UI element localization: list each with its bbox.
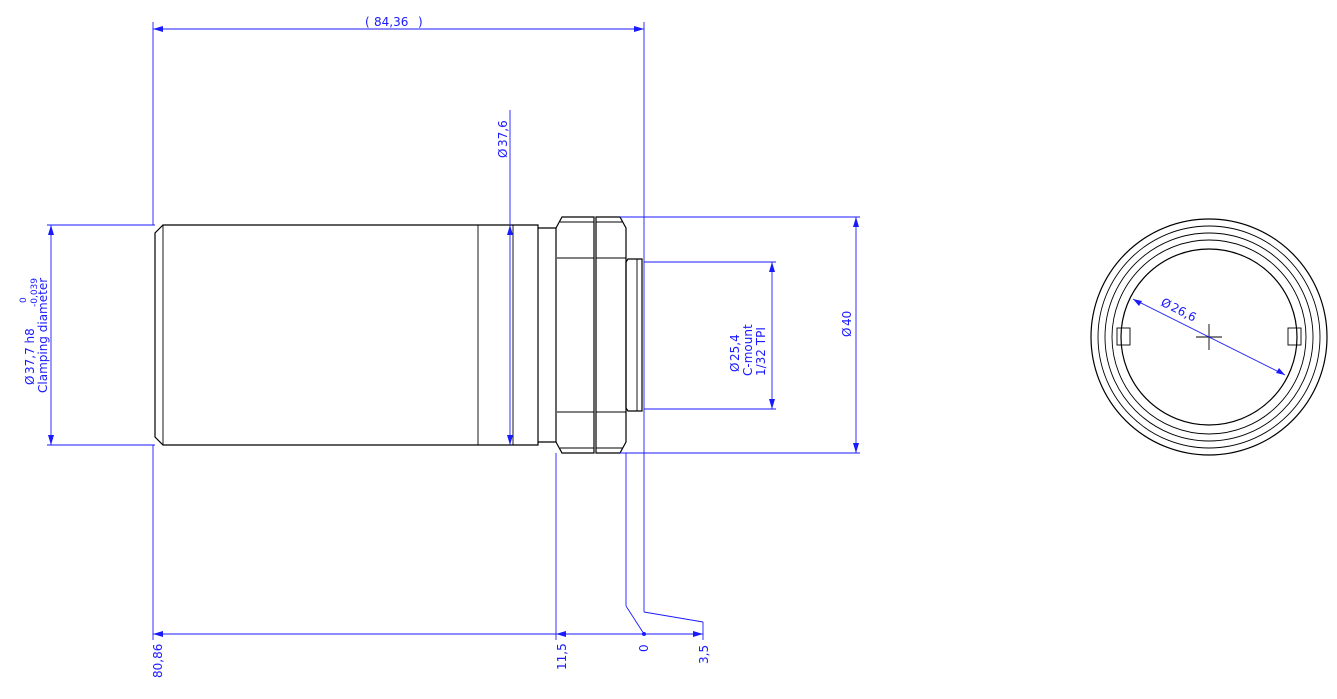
dim-cmount-value: 25,4: [728, 334, 742, 361]
arrow-clamp-top: [48, 225, 54, 235]
barrel-outline: [154, 224, 539, 446]
base-value-3: 0: [637, 644, 651, 652]
end-circle-4: [1111, 239, 1307, 435]
dim-end-value: 26,6: [1168, 300, 1198, 324]
end-circle-2: [1097, 225, 1321, 449]
base-label-3: 0: [637, 644, 651, 652]
dim-length-close-paren: ): [418, 15, 423, 29]
base-label-2: 11,5: [555, 643, 569, 670]
lens-end-view: Ø 26,6: [1090, 218, 1328, 456]
dim-line-end-view: [1132, 298, 1286, 376]
dim-groove-value: 37,6: [496, 120, 510, 147]
dim-end-label: Ø 26,6: [1159, 295, 1199, 324]
dim-groove-symbol: Ø: [496, 149, 510, 158]
ring-1: [555, 216, 595, 454]
leader-base-c: [643, 611, 704, 623]
step-section: [538, 227, 557, 443]
ring-2: [595, 216, 627, 454]
arrow-end-a: [1133, 299, 1142, 306]
dim-outer-value: 40: [840, 311, 854, 326]
arrow-groove-top: [507, 225, 513, 235]
arrow-base-left: [153, 631, 163, 637]
dim-outer-label: Ø 40: [840, 311, 854, 337]
arrow-length-left: [153, 26, 163, 32]
arrow-end-b: [1276, 368, 1285, 375]
arrow-cmount-bottom: [769, 399, 775, 409]
arrow-length-right: [634, 26, 644, 32]
dim-clamp-value: 37,7 h8: [23, 328, 37, 374]
dim-cmount-thread: 1/32 TPI: [754, 327, 768, 376]
end-slot-left: [1116, 327, 1131, 346]
baseline-origin-dot: [642, 632, 646, 636]
dim-cmount-label: Ø 25,4 C-mount 1/32 TPI: [728, 324, 768, 376]
dim-clamp-tol-lower: -0,039: [30, 278, 40, 307]
arrow-cmount-top: [769, 262, 775, 272]
arrow-base-step: [556, 631, 566, 637]
dim-cmount-caption: C-mount: [741, 324, 755, 376]
end-circle-3: [1104, 232, 1314, 442]
dim-clamp-tol-upper: 0: [19, 297, 29, 303]
cmount-thread: [625, 258, 643, 412]
end-circle-outer: [1090, 218, 1328, 456]
end-circle-bore: [1120, 248, 1298, 426]
dim-clamp-label: Ø 37,7 h8 0 -0,039 Clamping diameter: [19, 278, 50, 393]
dim-outer-symbol: Ø: [840, 328, 854, 337]
arrow-clamp-bottom: [48, 435, 54, 445]
base-value-2: 11,5: [555, 643, 569, 670]
leader-base-b: [625, 605, 645, 635]
lens-side-view: [154, 216, 643, 454]
dim-groove-label: Ø 37,6: [496, 120, 510, 158]
dim-length-open-paren: (: [365, 15, 370, 29]
arrow-outer-bottom: [853, 443, 859, 453]
dim-clamp-symbol: Ø: [23, 376, 37, 385]
dim-length-value: 84,36: [374, 15, 408, 29]
base-value-1: 80,86: [151, 644, 165, 678]
arrow-base-right: [693, 631, 703, 637]
base-value-4: 3,5: [697, 645, 711, 664]
dimension-layer: ( 84,36 ) Ø 37,6 Ø 37,7 h8 0 -0,039 Clam…: [19, 15, 860, 678]
dim-clamp-caption: Clamping diameter: [36, 278, 50, 393]
arrow-groove-bottom: [507, 435, 513, 445]
dim-cmount-symbol: Ø: [728, 363, 742, 372]
end-slot-right: [1287, 327, 1302, 346]
base-label-1: 80,86: [151, 644, 165, 678]
arrow-outer-top: [853, 217, 859, 227]
base-label-4: 3,5: [697, 645, 711, 664]
